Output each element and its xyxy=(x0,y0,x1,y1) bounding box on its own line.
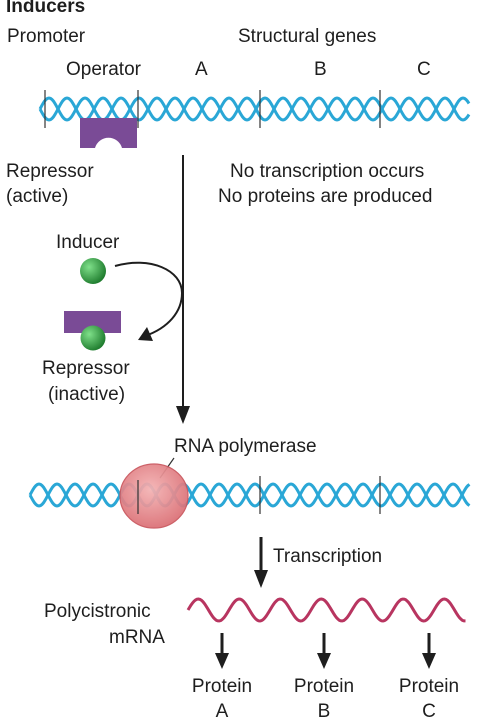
dna-strand-2 xyxy=(38,96,471,122)
protein-c-label-1: Protein xyxy=(399,676,459,697)
structural-genes-label: Structural genes xyxy=(238,26,376,47)
inducer-icon xyxy=(80,258,106,284)
main-down-arrow-head xyxy=(176,406,190,424)
repressor-active-label-2: (active) xyxy=(6,186,68,207)
rna-polymerase-icon xyxy=(119,463,189,529)
repressor-active-icon xyxy=(80,118,137,148)
repressor-inactive-icon xyxy=(64,311,121,333)
promoter-label: Promoter xyxy=(7,26,86,47)
operator-label: Operator xyxy=(66,59,142,80)
dna-top xyxy=(38,90,471,128)
repressor-active-label-1: Repressor xyxy=(6,161,94,182)
protein-c-arrow-head xyxy=(422,653,436,669)
protein-b-label-2: B xyxy=(318,701,331,722)
protein-a-label-2: A xyxy=(216,701,229,722)
polycistronic-label-2: mRNA xyxy=(109,627,165,648)
polycistronic-label-1: Polycistronic xyxy=(44,601,151,622)
no-proteins-text: No proteins are produced xyxy=(218,186,432,207)
gene-a-label: A xyxy=(195,59,208,80)
dna-bottom xyxy=(28,476,471,514)
protein-b-arrow-head xyxy=(317,653,331,669)
inducer-label: Inducer xyxy=(56,232,120,253)
dna-strand-1 xyxy=(28,482,471,508)
mrna-strand xyxy=(186,597,466,623)
protein-a-label-1: Protein xyxy=(192,676,252,697)
gene-c-label: C xyxy=(417,59,431,80)
gene-b-label: B xyxy=(314,59,327,80)
transcription-arrow-head xyxy=(254,570,268,588)
no-transcription-text: No transcription occurs xyxy=(230,161,424,182)
curved-arrow-shaft xyxy=(114,261,184,337)
title: Inducers xyxy=(6,0,85,17)
repressor-inactive-label-2: (inactive) xyxy=(48,384,125,405)
protein-c-label-2: C xyxy=(422,701,436,722)
curved-arrow-head xyxy=(138,327,153,341)
bound-inducer-icon xyxy=(80,325,106,351)
protein-b-label-1: Protein xyxy=(294,676,354,697)
protein-a-arrow-head xyxy=(215,653,229,669)
rna-polymerase-label: RNA polymerase xyxy=(174,436,317,457)
repressor-inactive-label-1: Repressor xyxy=(42,358,130,379)
dna-strand-2 xyxy=(28,482,471,508)
transcription-label: Transcription xyxy=(273,546,382,567)
